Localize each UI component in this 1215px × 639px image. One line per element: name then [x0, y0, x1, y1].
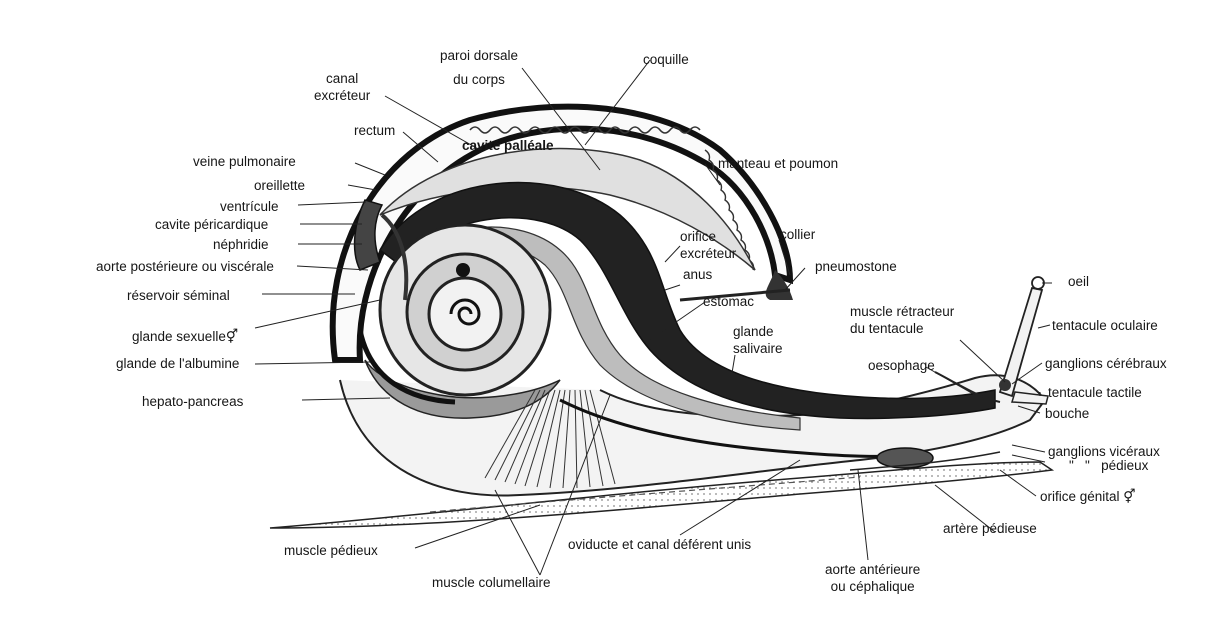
label-oreillette: oreillette [254, 177, 305, 194]
label-veine-pulmonaire: veine pulmonaire [193, 153, 296, 170]
ganglions-cerebraux-dot [999, 379, 1011, 391]
label-ganglions-cerebraux: ganglions cérébraux [1045, 355, 1215, 372]
label-oviducte: oviducte et canal déférent unis [568, 536, 751, 553]
label-cavite-palleale: cavité palléale [462, 137, 554, 154]
label-ventricule: ventrícule [220, 198, 279, 215]
label-pedieux-ditto: " " pédieux [1069, 457, 1148, 474]
label-glande-albumine: glande de l'albumine [116, 355, 239, 372]
label-estomac: estomac [703, 293, 754, 310]
label-coquille: coquille [643, 51, 689, 68]
label-manteau-poumon: manteau et poumon [718, 155, 838, 172]
label-oeil: oeil [1068, 273, 1089, 290]
tentacule-tactile [1012, 392, 1048, 404]
label-glande-sexuelle: glande sexuelle⚥ [132, 328, 238, 345]
label-oesophage: oesophage [868, 357, 935, 374]
label-tentacule-tactile: tentacule tactile [1048, 384, 1142, 401]
label-artere-pedieuse: artère pédieuse [943, 520, 1037, 537]
label-rectum: rectum [354, 122, 395, 139]
label-cavite-pericardique: cavite péricardique [155, 216, 268, 233]
label-pneumostone: pneumostone [815, 258, 897, 275]
label-muscle-retracteur: muscle rétracteur du tentacule [850, 303, 954, 337]
label-hepato-pancreas: hepato-pancreas [142, 393, 243, 410]
label-orifice-genital: orifice génital ⚥ [1040, 488, 1135, 505]
gonad-dot [456, 263, 470, 277]
label-bouche: bouche [1045, 405, 1089, 422]
label-canal-excreteur: canal excréteur [314, 70, 370, 104]
label-nephridie: néphridie [213, 236, 269, 253]
label-tentacule-oculaire: tentacule oculaire [1052, 317, 1158, 334]
label-muscle-columellaire: muscle columellaire [432, 574, 551, 591]
label-muscle-pedieux: muscle pédieux [284, 542, 378, 559]
label-collier: collier [780, 226, 815, 243]
label-anus: anus [683, 266, 712, 283]
spiral-inner [429, 278, 501, 350]
label-orifice-excreteur: orifice excréteur [680, 228, 736, 262]
label-aorte-posterieure: aorte postérieure ou viscérale [96, 258, 274, 275]
label-reservoir-seminal: réservoir séminal [127, 287, 230, 304]
label-aorte-anterieure: aorte antérieure ou céphalique [825, 561, 920, 595]
label-glande-salivaire: glande salivaire [733, 323, 783, 357]
label-paroi-dorsale: paroi dorsale du corps [440, 44, 518, 92]
